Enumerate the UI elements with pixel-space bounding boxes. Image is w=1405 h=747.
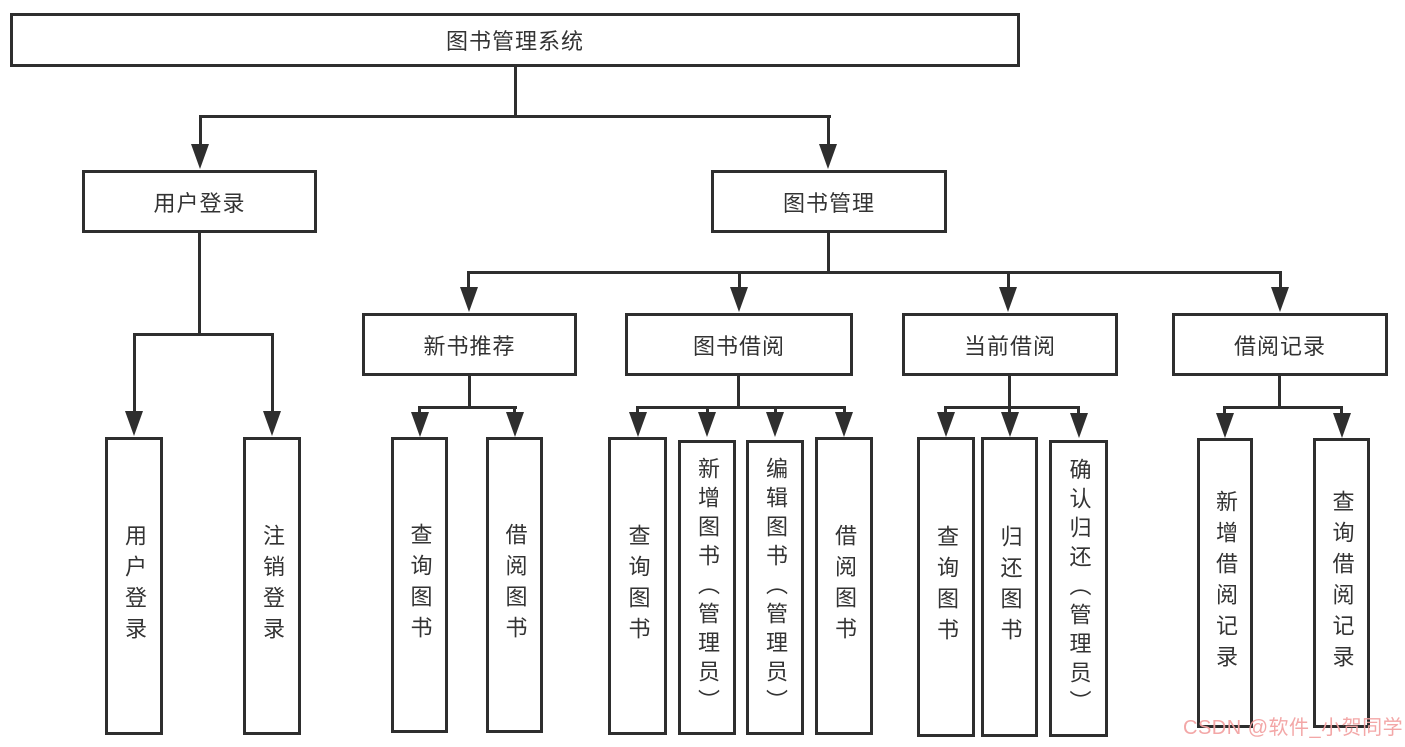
- node-new-book-recommend: 新书推荐: [362, 313, 577, 376]
- connector-line: [1008, 409, 1011, 413]
- connector-line: [738, 274, 741, 287]
- node-label: 借阅记录: [1233, 333, 1326, 359]
- connector-line: [418, 409, 421, 413]
- node-book-management: 图书管理: [711, 170, 947, 233]
- node-label: 确认归还（管理员）: [1066, 458, 1092, 719]
- node-label: 注销登录: [260, 524, 285, 648]
- arrow-down-icon: [835, 412, 853, 437]
- arrow-down-icon: [629, 412, 647, 437]
- connector-line: [944, 409, 947, 413]
- watermark-text: CSDN @软件_小贺同学: [1183, 717, 1404, 739]
- node-label: 图书管理: [782, 190, 875, 216]
- connector-line: [706, 409, 709, 413]
- arrow-down-icon: [730, 287, 748, 312]
- connector-line: [843, 409, 846, 413]
- arrow-down-icon: [411, 412, 429, 437]
- connector-line: [418, 406, 517, 409]
- node-label: 当前借阅: [963, 333, 1056, 359]
- connector-line: [513, 409, 516, 413]
- connector-line: [1223, 406, 1343, 409]
- connector-line: [514, 67, 517, 118]
- connector-line: [1007, 274, 1010, 287]
- connector-line: [467, 274, 470, 287]
- leaf-return-books: 归还图书: [981, 437, 1038, 737]
- arrow-down-icon: [460, 287, 478, 312]
- node-label: 新增借阅记录: [1213, 490, 1238, 676]
- connector-line: [827, 118, 830, 146]
- connector-line: [636, 409, 639, 413]
- arrow-down-icon: [1070, 413, 1088, 438]
- arrow-down-icon: [1271, 287, 1289, 312]
- connector-line: [1223, 409, 1226, 414]
- node-label: 借阅图书: [832, 524, 857, 648]
- leaf-logout: 注销登录: [243, 437, 301, 735]
- connector-line: [944, 406, 1080, 409]
- arrow-down-icon: [937, 412, 955, 437]
- arrow-down-icon: [263, 411, 281, 436]
- node-borrowing-records: 借阅记录: [1172, 313, 1388, 376]
- connector-line: [199, 118, 202, 146]
- leaf-add-borrow-record: 新增借阅记录: [1197, 438, 1253, 728]
- arrow-down-icon: [698, 412, 716, 437]
- connector-line: [467, 271, 1282, 274]
- node-label: 查询图书: [407, 523, 433, 647]
- node-label: 新增图书（管理员）: [695, 457, 720, 718]
- node-label: 用户登录: [153, 190, 246, 216]
- connector-line: [737, 376, 740, 409]
- connector-line: [827, 233, 830, 274]
- leaf-borrow-books-recommend: 借阅图书: [486, 437, 543, 733]
- node-label: 编辑图书（管理员）: [763, 457, 788, 718]
- node-label: 查询图书: [934, 525, 959, 649]
- node-label: 借阅图书: [502, 523, 528, 647]
- node-label: 新书推荐: [423, 333, 516, 359]
- arrow-down-icon: [819, 144, 837, 169]
- connector-line: [271, 336, 274, 412]
- node-user-login: 用户登录: [82, 170, 317, 233]
- connector-line: [1008, 376, 1011, 409]
- node-label: 图书借阅: [692, 333, 785, 359]
- arrow-down-icon: [766, 412, 784, 437]
- arrow-down-icon: [1001, 412, 1019, 437]
- connector-line: [636, 406, 846, 409]
- leaf-query-books-recommend: 查询图书: [391, 437, 448, 733]
- connector-line: [468, 376, 471, 409]
- connector-line: [133, 333, 274, 336]
- node-label: 图书管理系统: [445, 29, 584, 54]
- arrow-down-icon: [125, 411, 143, 436]
- leaf-confirm-return-admin: 确认归还（管理员）: [1049, 440, 1108, 737]
- node-label: 查询图书: [625, 524, 651, 648]
- leaf-borrow-books-borrowing: 借阅图书: [815, 437, 873, 735]
- leaf-query-borrow-record: 查询借阅记录: [1313, 438, 1370, 728]
- leaf-add-books-admin: 新增图书（管理员）: [678, 440, 736, 735]
- leaf-query-books-current: 查询图书: [917, 437, 975, 737]
- node-label: 查询借阅记录: [1329, 490, 1355, 676]
- arrow-down-icon: [506, 412, 524, 437]
- node-label: 归还图书: [997, 525, 1023, 649]
- connector-line: [133, 336, 136, 412]
- node-label: 用户登录: [122, 524, 147, 648]
- connector-line: [1340, 409, 1343, 414]
- connector-line: [1278, 376, 1281, 409]
- connector-line: [1279, 274, 1282, 287]
- leaf-user-login: 用户登录: [105, 437, 163, 735]
- node-current-borrowing: 当前借阅: [902, 313, 1118, 376]
- arrow-down-icon: [999, 287, 1017, 312]
- node-library-system: 图书管理系统: [10, 13, 1020, 67]
- leaf-query-books-borrowing: 查询图书: [608, 437, 667, 735]
- arrow-down-icon: [1333, 413, 1351, 438]
- connector-line: [198, 233, 201, 336]
- connector-line: [774, 409, 777, 413]
- connector-line: [199, 115, 831, 118]
- connector-line: [1077, 409, 1080, 414]
- node-book-borrowing: 图书借阅: [625, 313, 853, 376]
- arrow-down-icon: [1216, 413, 1234, 438]
- leaf-edit-books-admin: 编辑图书（管理员）: [746, 440, 804, 735]
- arrow-down-icon: [191, 144, 209, 169]
